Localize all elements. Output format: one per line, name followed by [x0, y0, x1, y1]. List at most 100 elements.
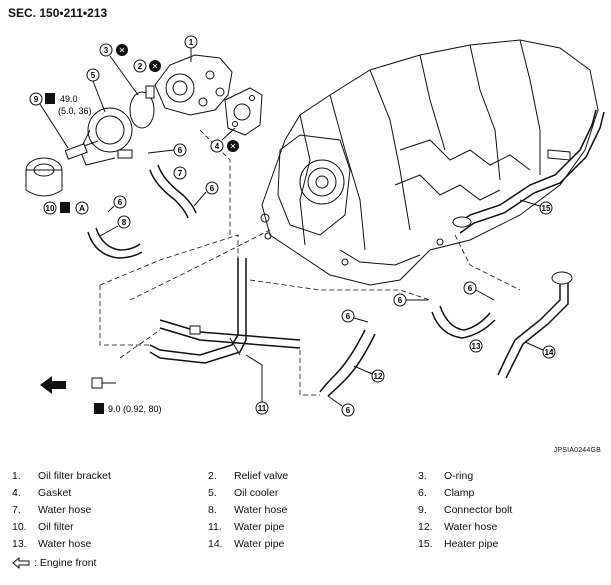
callout-6c: 6: [107, 195, 127, 213]
callout-11: 11: [245, 354, 269, 415]
legend-item: 1. Oil filter bracket: [12, 470, 208, 483]
callout-10: 10 A: [43, 201, 89, 215]
legend-item: 11. Water pipe: [208, 521, 418, 534]
legend-item: 2. Relief valve: [208, 470, 418, 483]
callout-15: 15: [519, 199, 553, 215]
callout-8: 8: [99, 215, 131, 237]
callout-6g: 6: [327, 395, 355, 417]
legend-item-number: 5.: [208, 487, 217, 499]
legend-item-number: 6.: [418, 487, 427, 499]
callout-6d: 6: [393, 293, 428, 307]
svg-text:2: 2: [138, 62, 143, 71]
callout-6b: 6: [193, 181, 219, 207]
legend-item-number: 12.: [418, 521, 433, 533]
legend-item: 15. Heater pipe: [418, 538, 604, 551]
legend-item: 3.O-ring: [418, 470, 604, 483]
callout-6e: 6: [463, 281, 495, 301]
svg-text:10: 10: [46, 204, 55, 213]
callout-2: 2 ✕: [133, 59, 161, 73]
callout-12: 12: [353, 365, 385, 383]
legend-item-label: Gasket: [38, 487, 72, 499]
svg-text:49.0: 49.0: [60, 94, 78, 104]
legend-item-number: 15.: [418, 538, 433, 550]
legend-item-number: 9.: [418, 504, 427, 516]
svg-text:9.0 (0.92, 80): 9.0 (0.92, 80): [108, 404, 162, 414]
water-hose-13: [431, 311, 496, 339]
legend-item-number: 4.: [12, 487, 21, 499]
water-hose-8: [87, 231, 143, 259]
legend-item-label: Water hose: [234, 504, 288, 516]
svg-text:13: 13: [472, 342, 481, 351]
x-mark-icon: ✕: [119, 46, 126, 55]
water-hose-8-outer: [95, 227, 141, 251]
oil-cooler: [79, 107, 133, 166]
callout-5: 5: [86, 68, 106, 113]
legend-item-label: Water hose: [38, 538, 92, 550]
relief-valve: [145, 85, 155, 99]
legend-item: 4. Gasket: [12, 487, 208, 500]
legend-engine-front: : Engine front: [12, 557, 604, 569]
legend-item-number: 7.: [12, 504, 21, 516]
torque-wrench-icon: [60, 202, 70, 213]
connector-bolt: [64, 140, 99, 160]
callout-1: 1: [184, 35, 198, 62]
legend-item-number: 14.: [208, 538, 223, 550]
svg-text:12: 12: [374, 372, 383, 381]
callout-4: 4 ✕: [210, 127, 239, 153]
o-ring: [129, 91, 155, 129]
water-hose-7-outer: [157, 164, 197, 214]
legend-item-number: 11.: [208, 521, 222, 533]
bolt-torque-label: 9.0 (0.92, 80): [94, 403, 162, 414]
legend-item: 13. Water hose: [12, 538, 208, 551]
section-header: SEC. 150•211•213: [8, 6, 108, 20]
water-pipe-14: [497, 271, 573, 379]
legend-item-number: 1.: [12, 470, 21, 482]
x-mark-icon: ✕: [152, 62, 159, 71]
callout-13: 13: [469, 339, 483, 353]
legend-item-label: Water hose: [38, 504, 92, 516]
legend-item-label: Relief valve: [234, 470, 289, 482]
svg-text:(5.0, 36): (5.0, 36): [58, 106, 92, 116]
callout-14: 14: [524, 341, 556, 359]
torque-wrench-icon: [94, 403, 104, 414]
water-hose-12-outer: [327, 333, 376, 397]
bolt-fastener: [91, 377, 116, 389]
dashed-leader-lines: [99, 129, 521, 396]
legend-item: 12.Water hose: [418, 521, 604, 534]
x-mark-icon: ✕: [230, 142, 237, 151]
callout-7: 7: [173, 166, 187, 180]
svg-text:8: 8: [122, 218, 127, 227]
callout-9: 9 49.0 (5.0, 36): [29, 92, 92, 149]
legend-item-number: 8.: [208, 504, 217, 516]
legend-item-label: Water pipe: [234, 521, 285, 533]
legend-grid: 1. Oil filter bracket 2. Relief valve 3.O-ri…: [12, 470, 604, 551]
svg-text:A: A: [79, 204, 85, 213]
figure-code: JPSIA0244GB: [553, 447, 601, 454]
oil-filter: [25, 157, 63, 197]
legend-item-label: O-ring: [444, 470, 474, 482]
water-hose-12: [319, 329, 366, 393]
svg-text:14: 14: [545, 348, 554, 357]
legend-item: 7. Water hose: [12, 504, 208, 517]
legend-item-label: Oil filter bracket: [38, 470, 111, 482]
water-hose-13-outer: [439, 305, 491, 331]
legend-item-number: 2.: [208, 470, 217, 482]
legend-item-label: Heater pipe: [444, 538, 499, 550]
legend-item-label: Connector bolt: [444, 504, 513, 516]
water-pipe: [149, 258, 301, 364]
legend-item: 9. Connector bolt: [418, 504, 604, 517]
engine-front-outline-icon: [12, 557, 30, 569]
legend-item-number: 10.: [12, 521, 27, 533]
water-hose-7: [149, 169, 189, 219]
engine-front-arrow-icon: [40, 376, 66, 394]
oil-filter-bracket: [154, 54, 233, 116]
legend-front-label: : Engine front: [34, 557, 97, 569]
legend-item-label: Oil cooler: [234, 487, 279, 499]
engine-block: [260, 39, 599, 286]
legend-item-label: Oil filter: [38, 521, 74, 533]
legend-item-number: 13.: [12, 538, 27, 550]
svg-text:6: 6: [346, 312, 351, 321]
svg-text:6: 6: [210, 184, 215, 193]
svg-text:6: 6: [178, 146, 183, 155]
parts-legend: 1. Oil filter bracket 2. Relief valve 3.O-ri…: [12, 470, 604, 569]
